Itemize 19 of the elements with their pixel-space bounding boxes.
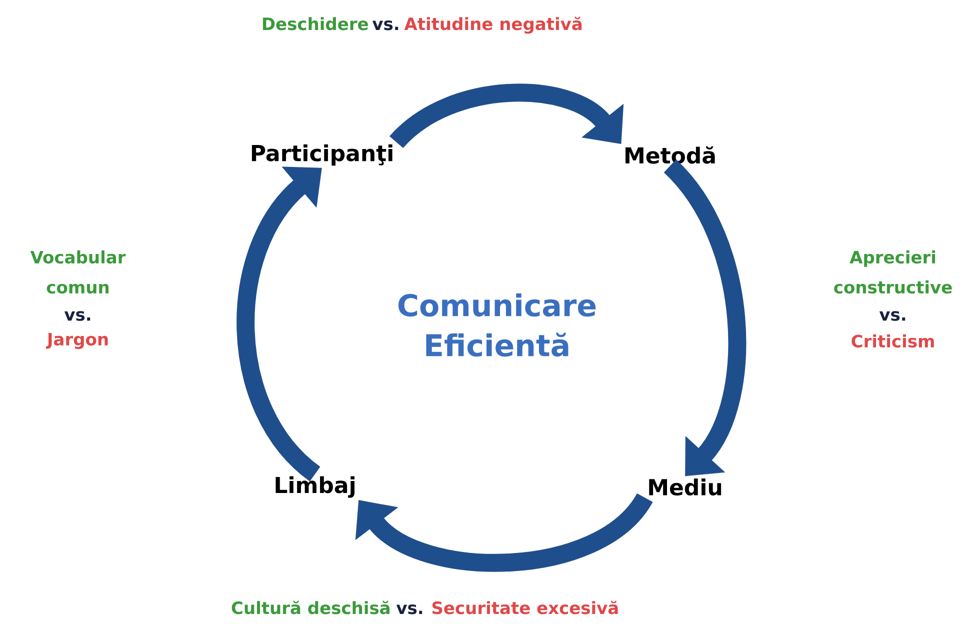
node-label: Limbaj	[276, 476, 354, 498]
node-label: Metodă	[626, 146, 715, 164]
label: Deschidere	[263, 17, 368, 30]
title: Comunicare Eficientă	[398, 293, 596, 357]
label: vs.	[64, 311, 90, 321]
node-label: Participanţi	[252, 144, 392, 166]
label: Vocabular comun	[30, 250, 126, 294]
label: Securitate excesivă	[432, 600, 618, 614]
curved-arrow	[355, 492, 652, 572]
label: vs.	[879, 311, 906, 321]
label: Jargon	[46, 332, 108, 350]
node-label: Mediu	[649, 478, 722, 496]
label: Aprecieri constructive	[834, 250, 952, 294]
label: Criticism	[852, 334, 934, 348]
label: Cultură deschisă	[232, 600, 390, 614]
label: vs.	[372, 20, 398, 30]
label: vs.	[396, 604, 422, 614]
label: Atitudine negativă	[404, 16, 582, 34]
curved-arrow	[390, 84, 624, 149]
